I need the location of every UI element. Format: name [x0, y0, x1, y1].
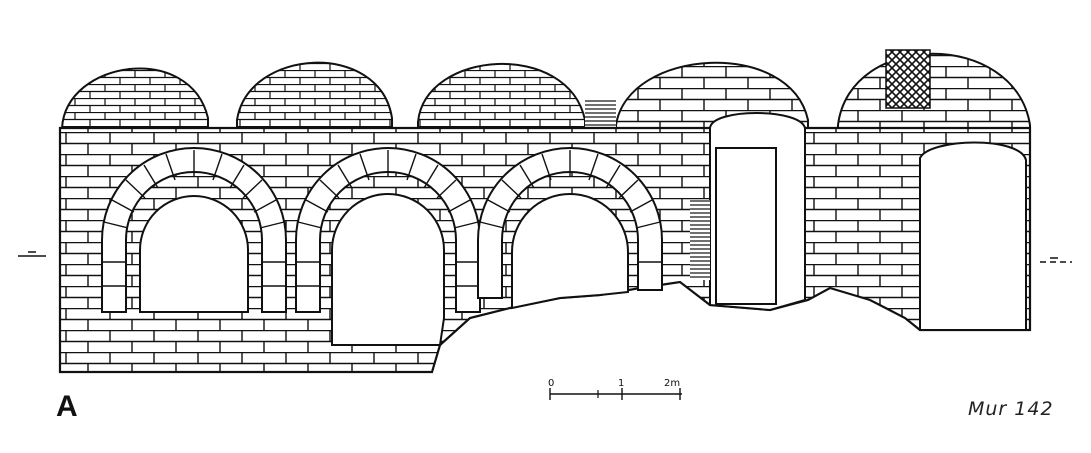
arch-3-opening [511, 193, 629, 310]
upper-domes [60, 49, 1031, 131]
scale-tick-1: 1 [618, 378, 624, 389]
dome-3 [417, 63, 586, 129]
level-marks [18, 251, 1072, 263]
arches [101, 147, 663, 346]
doorway-right [919, 141, 1027, 331]
scale-tick-0: 0 [548, 378, 554, 389]
arch-2-opening [331, 193, 445, 346]
scale-tick-2: 2m [664, 378, 680, 389]
dome-4 [615, 61, 809, 129]
arch-1-opening [139, 195, 249, 313]
scale-bar: 0 1 2m [548, 378, 682, 400]
figure-label: A [56, 390, 78, 423]
arch-3-voussoirs [477, 147, 663, 299]
dome-2 [236, 61, 393, 129]
doorway-left-inner [715, 147, 777, 305]
doorways [690, 112, 1027, 331]
dome-1 [60, 67, 209, 129]
dome-5 [837, 52, 1031, 131]
figure-caption: Mur 142 [968, 398, 1054, 420]
brick-infill-dome-5 [885, 49, 931, 109]
arch-1-voussoirs [101, 147, 287, 313]
hatch-band [585, 98, 616, 128]
doorway-left-hatch [690, 200, 710, 280]
